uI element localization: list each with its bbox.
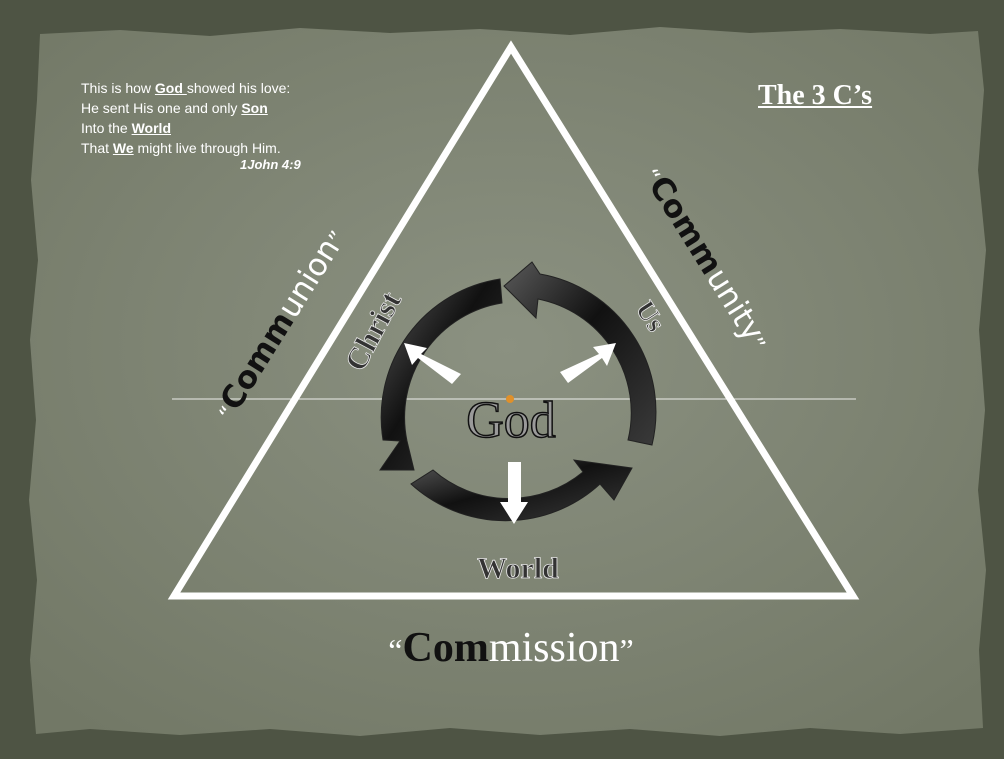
- verse-key-god: God: [154, 80, 187, 96]
- verse-text: That: [81, 140, 113, 156]
- verse-reference: 1John 4:9: [240, 157, 301, 172]
- verse-text: This is how: [81, 80, 155, 96]
- cycle-arrows: [379, 261, 657, 522]
- cycle-arrow-top: [503, 261, 657, 446]
- verse-key-world: World: [131, 120, 171, 136]
- paper-background: [29, 27, 986, 736]
- verse-text: He sent His one and only: [81, 100, 242, 116]
- white-arrow-left: [404, 343, 461, 384]
- verse-text: might live through Him.: [133, 140, 281, 156]
- verse-line-4: That We might live through Him.: [81, 138, 281, 158]
- side-label-commission: “Commission”: [388, 625, 633, 671]
- page-title: The 3 C’s: [758, 80, 873, 111]
- white-arrow-right: [560, 343, 616, 383]
- triangle: [167, 40, 860, 600]
- center-label: God: [466, 392, 556, 449]
- verse-line-2: He sent His one and only Son: [81, 98, 268, 118]
- verse-key-son: Son: [241, 100, 268, 116]
- center-dot: [506, 395, 514, 403]
- cycle-arrow-bottom: [410, 459, 633, 522]
- inner-label-world: World: [477, 552, 559, 585]
- verse-line-3: Into the World: [81, 118, 171, 138]
- white-arrow-down: [500, 462, 528, 524]
- cycle-arrow-left: [379, 278, 503, 471]
- white-arrows: [404, 343, 616, 524]
- verse-key-we: We: [112, 140, 134, 156]
- verse-text: Into the: [81, 120, 132, 136]
- verse-line-1: This is how God showed his love:: [81, 78, 290, 98]
- verse-text: showed his love:: [186, 80, 291, 96]
